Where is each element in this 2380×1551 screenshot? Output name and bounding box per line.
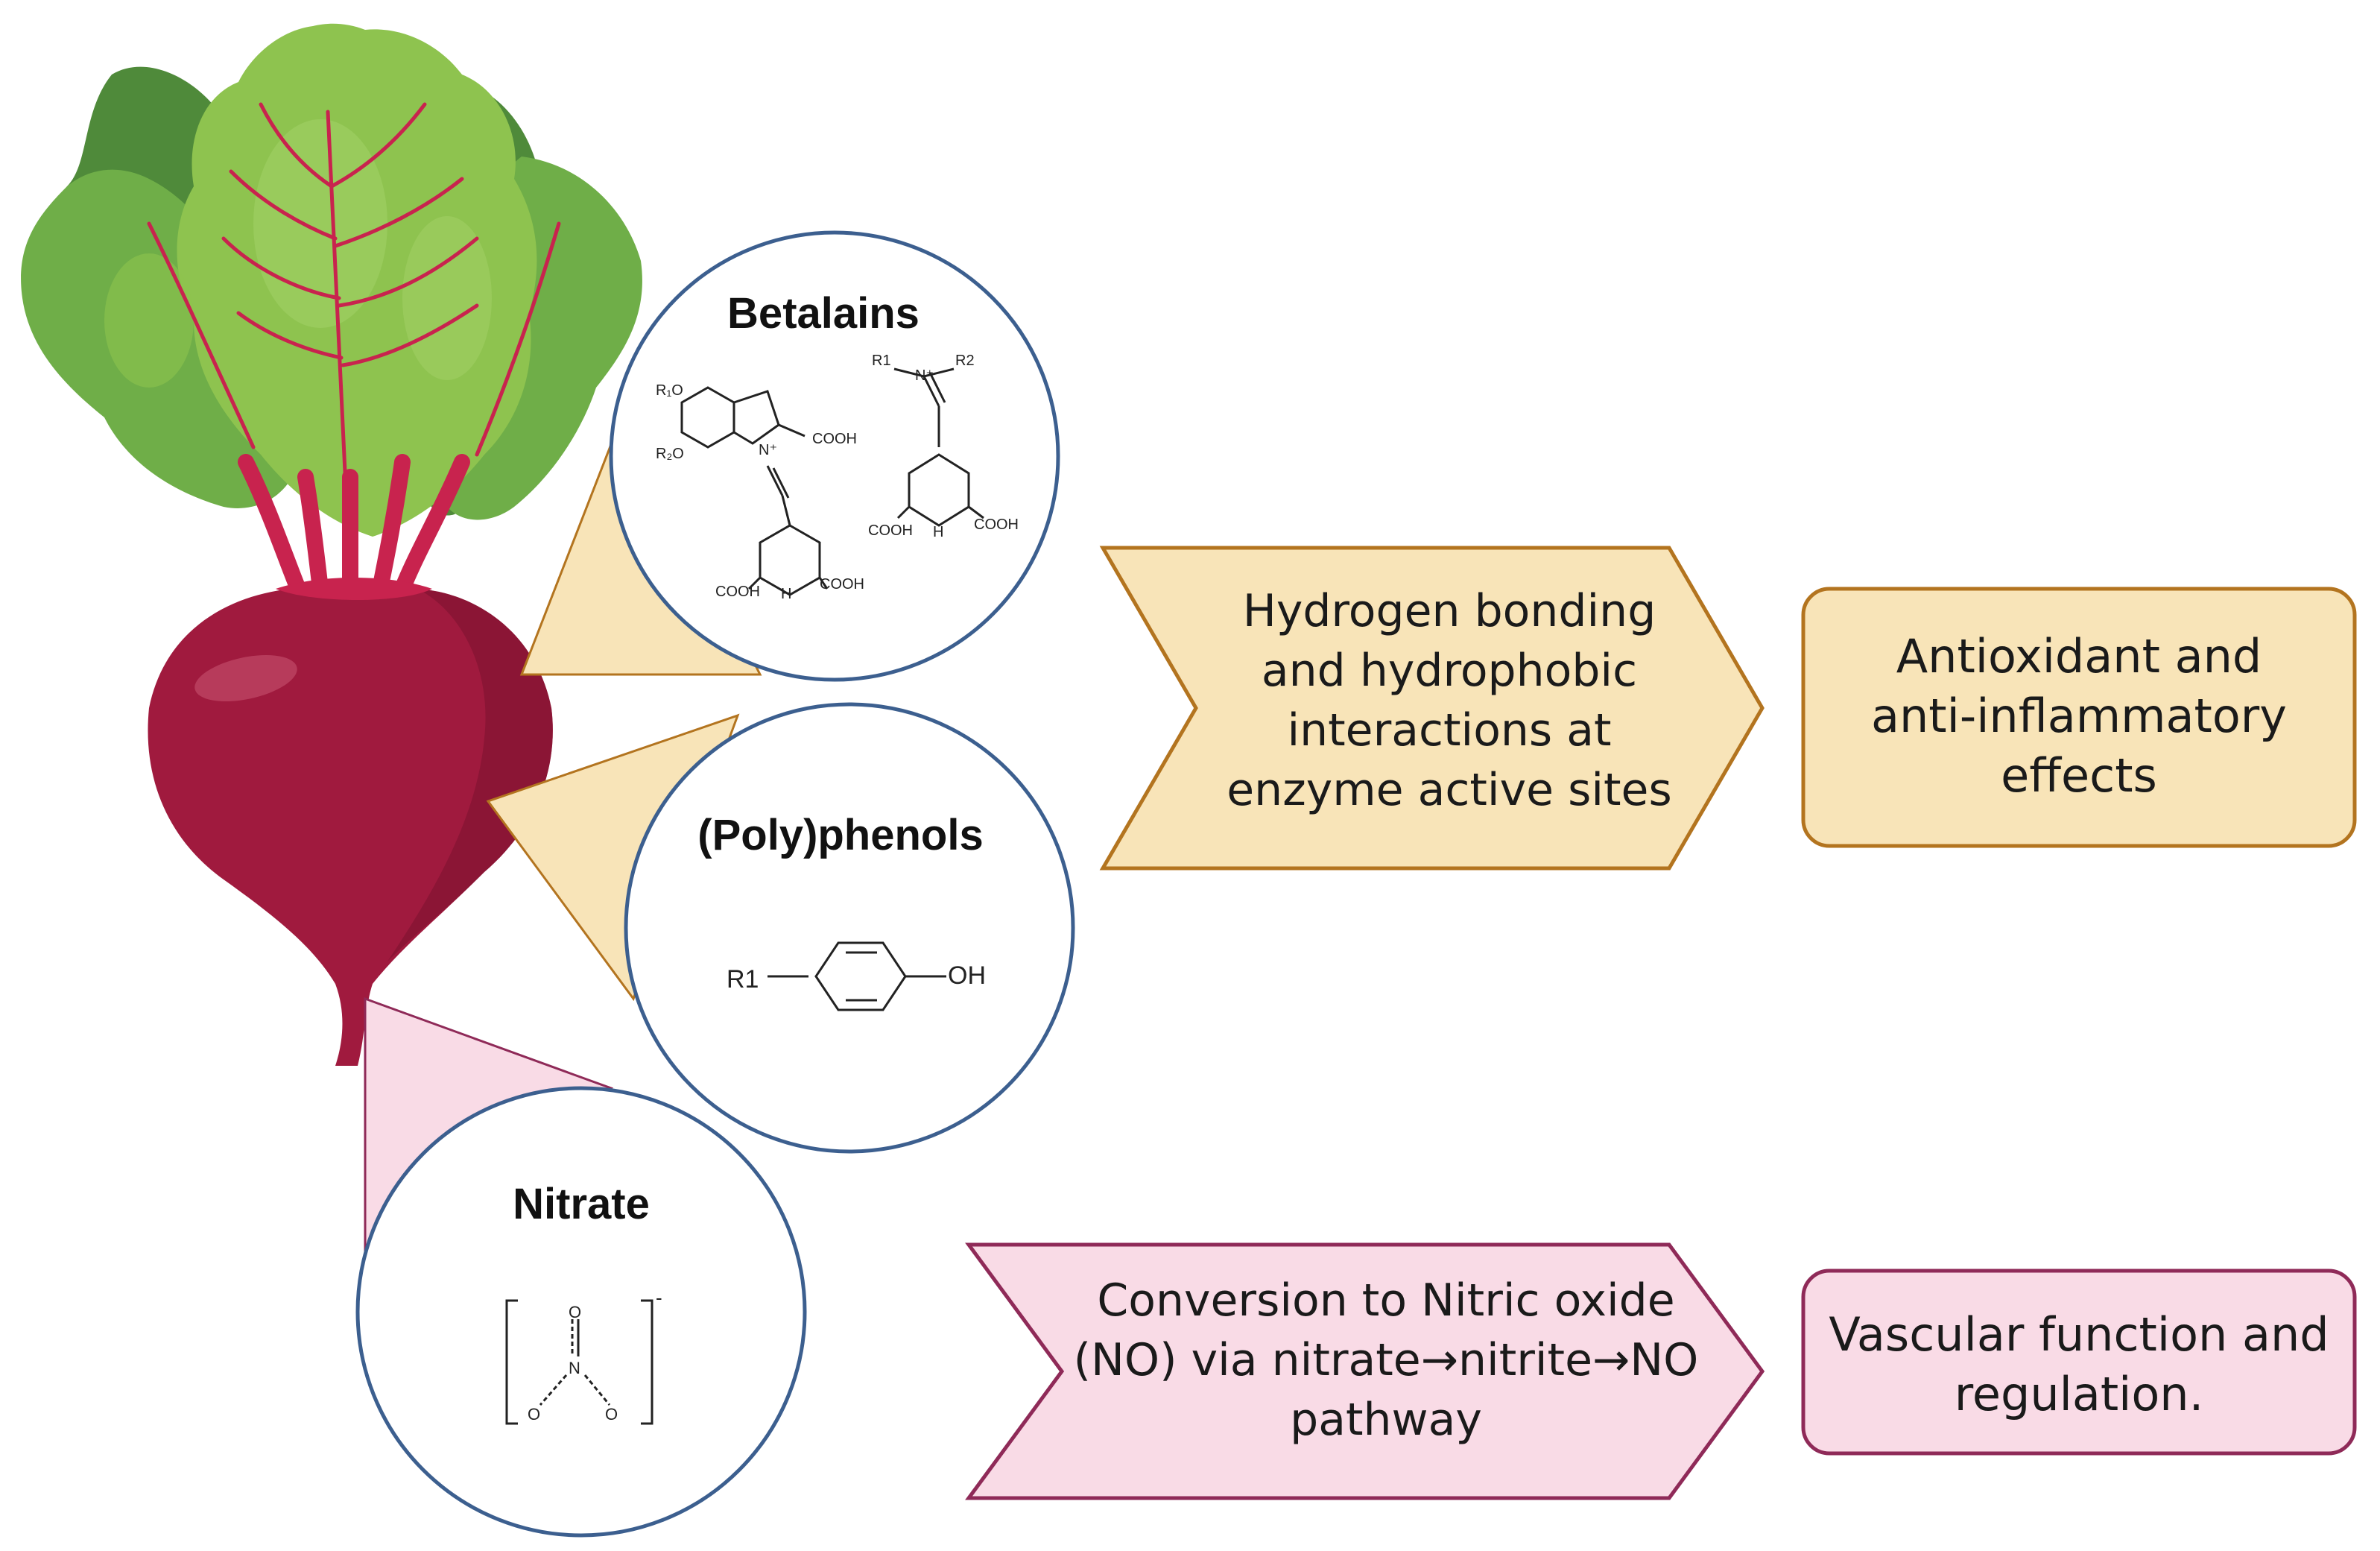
nitrate-mechanism-line-2: (NO) via nitrate→nitrite→NO bbox=[1074, 1334, 1699, 1386]
effect-vascular-line-1: Vascular function and bbox=[1829, 1307, 2329, 1362]
label-h-a: H bbox=[781, 586, 791, 602]
label-p-oh: OH bbox=[948, 961, 986, 990]
betalain-structure-left bbox=[680, 386, 829, 596]
mechanism-arrow-nitrate: Conversion to Nitric oxide (NO) via nitr… bbox=[965, 1242, 1765, 1500]
label-cooh-d: COOH bbox=[868, 522, 913, 539]
nitrate-title: Nitrate bbox=[513, 1180, 650, 1228]
mechanism-line-4: enzyme active sites bbox=[1227, 764, 1671, 816]
label-n-charge: - bbox=[656, 1286, 662, 1309]
nitrate-mechanism-line-1: Conversion to Nitric oxide bbox=[1097, 1274, 1674, 1327]
nitrate-circle: Nitrate O N O O - bbox=[355, 1086, 807, 1538]
label-n-n: N bbox=[569, 1359, 580, 1377]
nitrate-mechanism-line-3: pathway bbox=[1290, 1394, 1482, 1446]
effect-antioxidant-line-2: anti-inflammatory bbox=[1871, 689, 2287, 743]
effect-antioxidant-line-1: Antioxidant and bbox=[1896, 629, 2262, 683]
label-b-r1: R1 bbox=[872, 353, 891, 369]
effect-antioxidant-line-3: effects bbox=[2001, 748, 2157, 803]
betalain-structure-right bbox=[893, 367, 984, 527]
label-nplus: N⁺ bbox=[759, 442, 777, 458]
beetroot-illustration bbox=[21, 23, 642, 1066]
label-p-r1: R1 bbox=[727, 965, 759, 994]
label-n-o-top: O bbox=[569, 1303, 581, 1321]
mechanism-line-1: Hydrogen bonding bbox=[1243, 585, 1656, 637]
label-b-r2: R2 bbox=[955, 353, 975, 369]
label-cooh-c: COOH bbox=[820, 576, 864, 593]
label-r2o: R₂O bbox=[656, 446, 684, 462]
label-b-nplus: N⁺ bbox=[915, 367, 934, 384]
effect-box-vascular: Vascular function and regulation. bbox=[1801, 1269, 2357, 1456]
label-n-o-left: O bbox=[528, 1405, 540, 1424]
label-cooh-a: COOH bbox=[812, 431, 857, 447]
effect-vascular-line-2: regulation. bbox=[1955, 1367, 2204, 1421]
phenol-structure bbox=[768, 941, 946, 1011]
label-cooh-b: COOH bbox=[715, 584, 760, 600]
label-cooh-e: COOH bbox=[974, 517, 1019, 533]
polyphenols-title: (Poly)phenols bbox=[697, 811, 983, 859]
beet-stems bbox=[238, 454, 470, 597]
beet-root bbox=[148, 586, 553, 1066]
effect-box-antioxidant: Antioxidant and anti-inflammatory effect… bbox=[1801, 587, 2357, 848]
label-n-o-right: O bbox=[605, 1405, 618, 1424]
betalains-title: Betalains bbox=[727, 289, 920, 338]
label-r1o: R₁O bbox=[656, 382, 683, 399]
mechanism-arrow-betalain-phenol: Hydrogen bonding and hydrophobic interac… bbox=[1099, 546, 1765, 871]
polyphenols-circle: (Poly)phenols R1 OH bbox=[624, 702, 1075, 1154]
label-h-b: H bbox=[933, 524, 943, 540]
nitrate-structure bbox=[505, 1299, 653, 1425]
leaf-veins bbox=[147, 102, 561, 584]
mechanism-line-3: interactions at bbox=[1287, 704, 1611, 756]
betalains-circle: Betalains R₁O R₂O N⁺ COOH COOH H COOH bbox=[609, 230, 1060, 682]
mechanism-line-2: and hydrophobic bbox=[1262, 645, 1637, 697]
